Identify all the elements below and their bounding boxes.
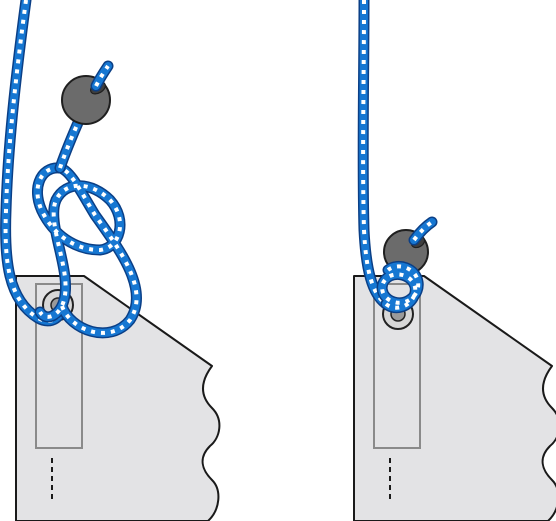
rope-tail-right — [414, 222, 432, 240]
rope-standing-part-left — [6, 0, 62, 321]
rope-tail-left — [96, 66, 108, 86]
rope-standing-part-right — [363, 0, 386, 304]
panel-loose-knot — [6, 0, 220, 521]
panel-tightened-knot — [354, 0, 556, 521]
rope-bead-strand-left — [60, 118, 80, 168]
